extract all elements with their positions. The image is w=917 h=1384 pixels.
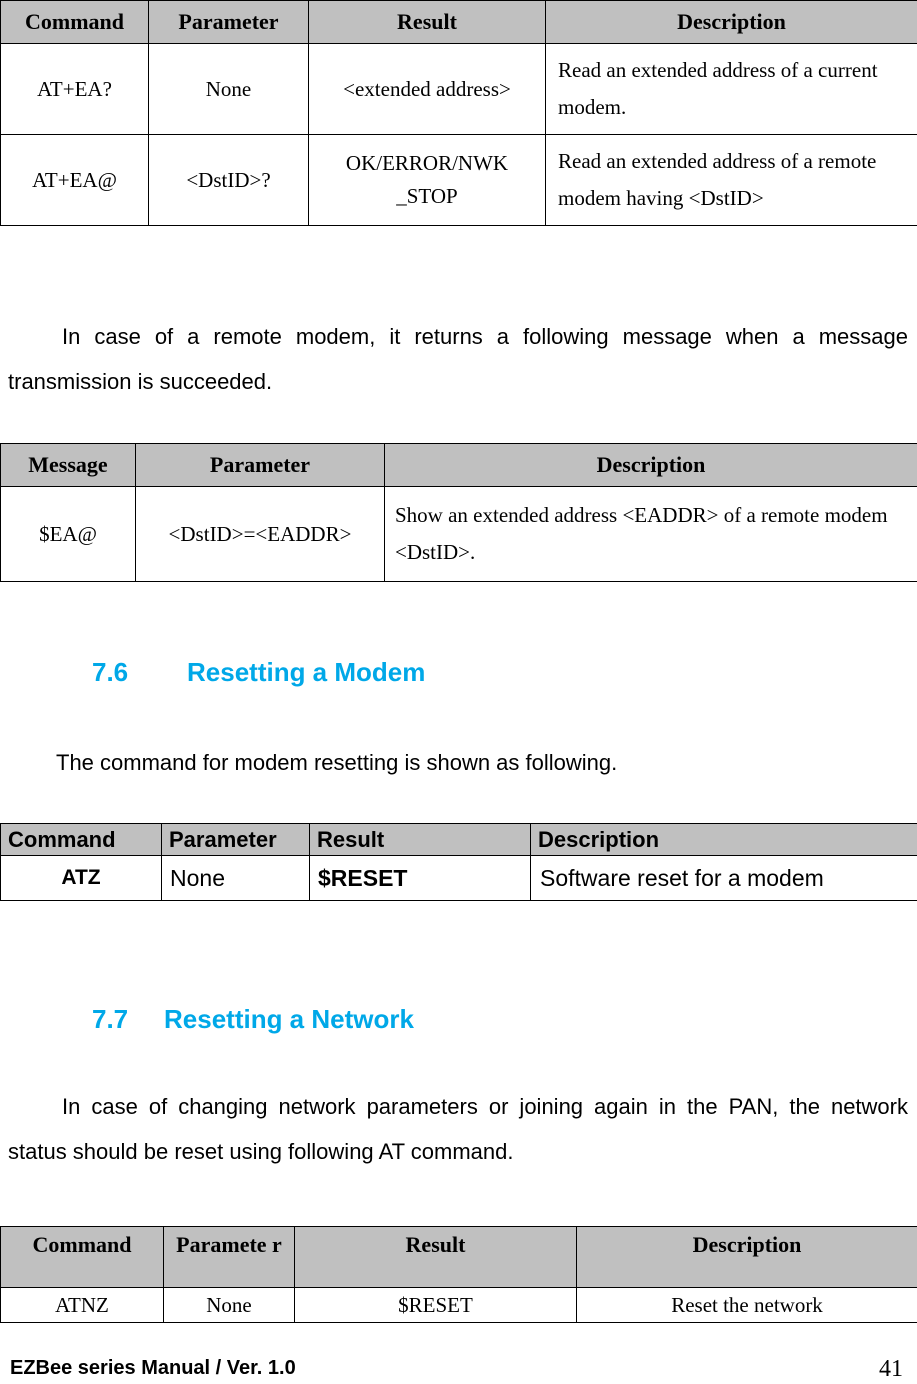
section-title: Resetting a Network bbox=[164, 1004, 414, 1034]
table-row: AT+EA? None <extended address> Read an e… bbox=[0, 43, 917, 135]
table-header-row: Command Parameter Result Description bbox=[0, 0, 917, 44]
column-header-parameter: Paramete r bbox=[163, 1226, 295, 1288]
section-heading-7-6: 7.6 Resetting a Modem bbox=[92, 657, 425, 688]
cell-result: $RESET bbox=[309, 855, 531, 901]
cell-result: $RESET bbox=[294, 1287, 577, 1323]
cell-parameter: <DstID>=<EADDR> bbox=[135, 486, 385, 582]
message-table: Message Parameter Description $EA@ <DstI… bbox=[0, 443, 917, 582]
footer-manual-title: EZBee series Manual / Ver. 1.0 bbox=[10, 1357, 296, 1379]
column-header-description: Description bbox=[384, 443, 917, 487]
section-number: 7.6 bbox=[92, 657, 129, 687]
paragraph-text: In case of a remote modem, it returns a … bbox=[8, 324, 908, 395]
paragraph-text: In case of changing network parameters o… bbox=[8, 1094, 908, 1165]
table-header-row: Command Paramete r Result Description bbox=[0, 1226, 917, 1288]
cell-parameter: None bbox=[163, 1287, 295, 1323]
cell-command: ATNZ bbox=[0, 1287, 164, 1323]
table-row: ATZ None $RESET Software reset for a mod… bbox=[0, 855, 917, 901]
cell-parameter: <DstID>? bbox=[148, 134, 309, 226]
cell-result: <extended address> bbox=[308, 43, 546, 135]
table-header-row: Message Parameter Description bbox=[0, 443, 917, 487]
network-reset-command-table: Command Paramete r Result Description AT… bbox=[0, 1226, 917, 1323]
column-header-command: Command bbox=[0, 823, 162, 856]
cell-description: Reset the network bbox=[576, 1287, 917, 1323]
cell-description: Software reset for a modem bbox=[530, 855, 917, 901]
extended-address-command-table: Command Parameter Result Description AT+… bbox=[0, 0, 917, 226]
cell-message: $EA@ bbox=[0, 486, 136, 582]
cell-command: ATZ bbox=[0, 855, 162, 901]
column-header-result: Result bbox=[308, 0, 546, 44]
cell-result-line-1: OK/ERROR/NWK bbox=[345, 151, 509, 176]
column-header-result: Result bbox=[309, 823, 531, 856]
cell-description: Read an extended address of a current mo… bbox=[545, 43, 917, 135]
table-header-row: Command Parameter Result Description bbox=[0, 823, 917, 856]
column-header-result: Result bbox=[294, 1226, 577, 1288]
column-header-parameter: Parameter bbox=[148, 0, 309, 44]
modem-reset-command-table: Command Parameter Result Description ATZ… bbox=[0, 823, 917, 901]
cell-parameter: None bbox=[161, 855, 310, 901]
column-header-description: Description bbox=[545, 0, 917, 44]
cell-description: Show an extended address <EADDR> of a re… bbox=[384, 486, 917, 582]
footer-page-number: 41 bbox=[879, 1356, 903, 1382]
cell-command: AT+EA@ bbox=[0, 134, 149, 226]
table-row: AT+EA@ <DstID>? OK/ERROR/NWK _STOP Read … bbox=[0, 134, 917, 226]
paragraph-remote-modem: In case of a remote modem, it returns a … bbox=[8, 314, 908, 404]
cell-result: OK/ERROR/NWK _STOP bbox=[308, 134, 546, 226]
cell-description: Read an extended address of a remote mod… bbox=[545, 134, 917, 226]
table-row: ATNZ None $RESET Reset the network bbox=[0, 1287, 917, 1323]
column-header-description: Description bbox=[530, 823, 917, 856]
cell-result-line-2: _STOP bbox=[396, 184, 458, 208]
column-header-parameter: Parameter bbox=[135, 443, 385, 487]
column-header-parameter: Parameter bbox=[161, 823, 310, 856]
column-header-command: Command bbox=[0, 1226, 164, 1288]
column-header-command: Command bbox=[0, 0, 149, 44]
paragraph-reset-command: The command for modem resetting is shown… bbox=[56, 740, 896, 785]
table-row: $EA@ <DstID>=<EADDR> Show an extended ad… bbox=[0, 486, 917, 582]
section-title: Resetting a Modem bbox=[187, 657, 426, 687]
section-heading-7-7: 7.7 Resetting a Network bbox=[92, 1004, 414, 1035]
column-header-description: Description bbox=[576, 1226, 917, 1288]
paragraph-text: The command for modem resetting is shown… bbox=[56, 750, 618, 775]
cell-parameter: None bbox=[148, 43, 309, 135]
section-number: 7.7 bbox=[92, 1004, 129, 1034]
cell-command: AT+EA? bbox=[0, 43, 149, 135]
column-header-message: Message bbox=[0, 443, 136, 487]
paragraph-network-reset: In case of changing network parameters o… bbox=[8, 1084, 908, 1174]
